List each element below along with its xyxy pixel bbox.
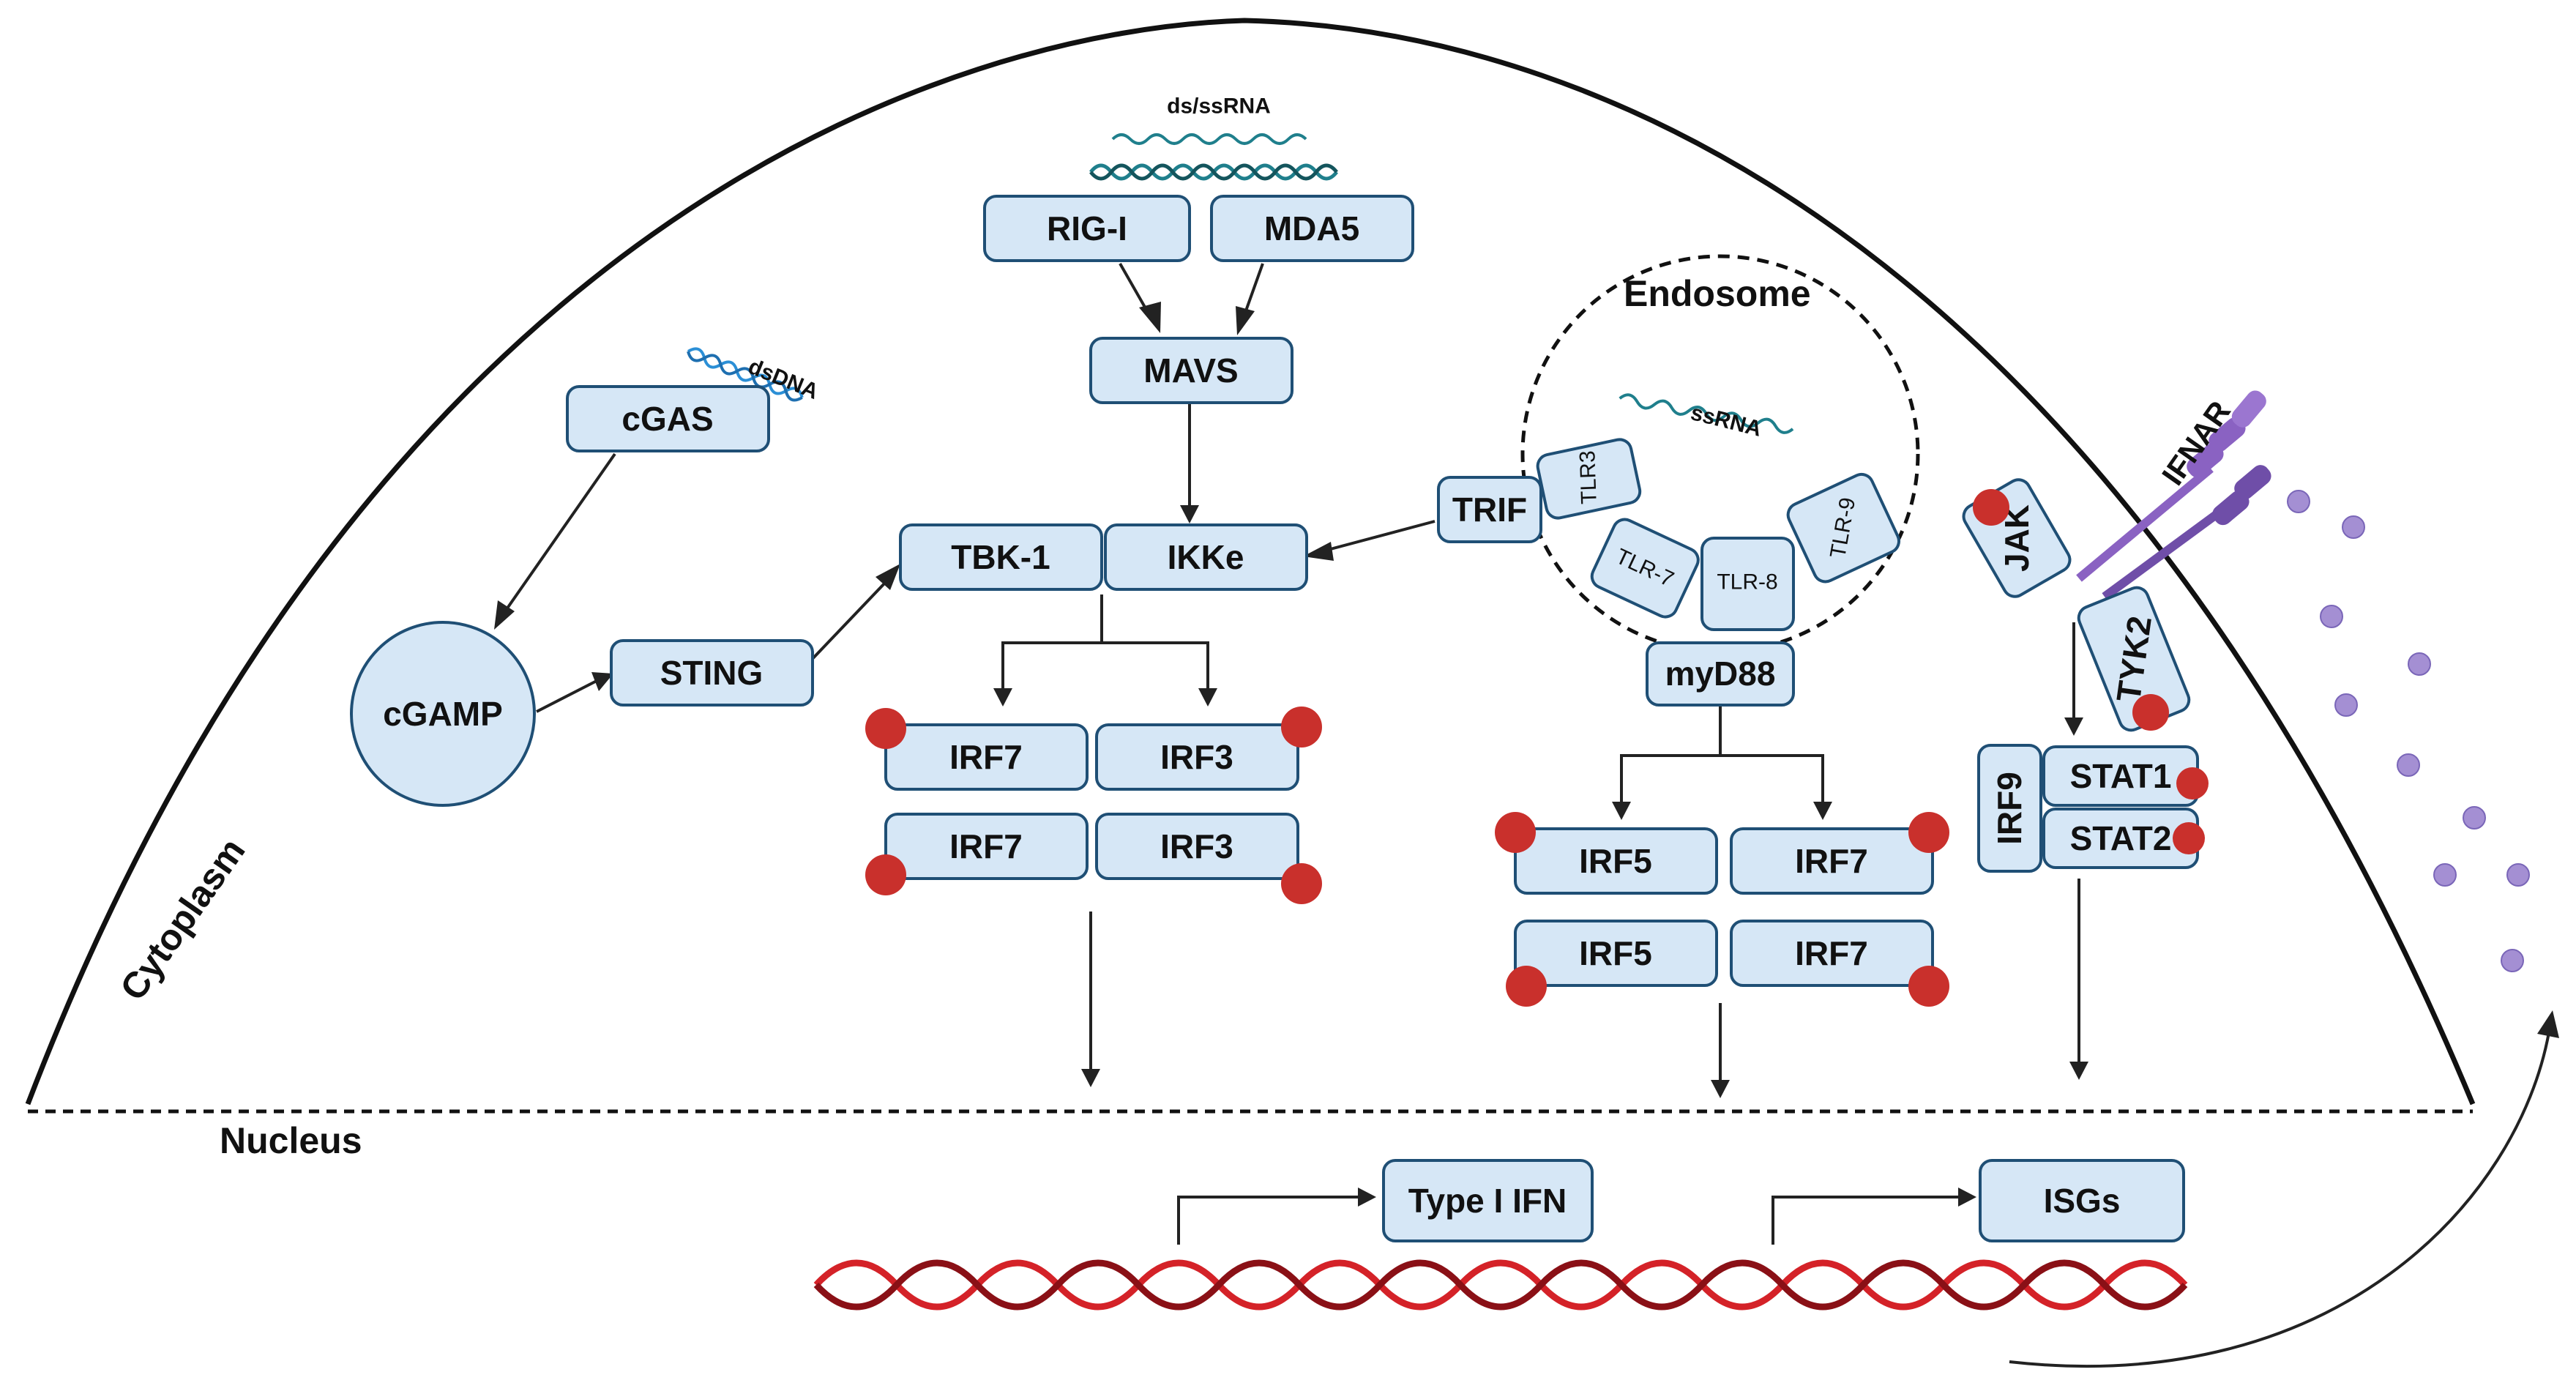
ifnar-receptor — [2076, 390, 2271, 600]
stat1-label: STAT1 — [2070, 757, 2172, 795]
irf3-node-a: IRF3 — [1095, 723, 1299, 791]
sting-node: STING — [610, 639, 814, 707]
irf5-label-a: IRF5 — [1579, 842, 1652, 880]
jak-node: JAK — [1962, 478, 2072, 598]
irf5-node-b: IRF5 — [1514, 920, 1718, 987]
irf7-node-b: IRF7 — [884, 813, 1089, 880]
genomic-dna — [813, 1259, 2188, 1311]
tlr8-node: TLR-8 — [1700, 537, 1795, 631]
stat2-node: STAT2 — [2042, 808, 2199, 869]
tlr3-label: TLR3 — [1575, 450, 1602, 504]
arrows — [494, 263, 2559, 1368]
tlr3-node: TLR3 — [1536, 438, 1642, 520]
isgs-label: ISGs — [2044, 1182, 2121, 1220]
phosphate-groups-stat — [2173, 767, 2209, 854]
cgas-label: cGAS — [621, 400, 713, 438]
myd88-node: myD88 — [1646, 641, 1795, 707]
tbk1-label: TBK-1 — [951, 538, 1050, 576]
phosphate-groups-irf3-7 — [865, 707, 1322, 904]
irf9-label: IRF9 — [1990, 772, 2028, 845]
irf9-node: IRF9 — [1977, 744, 2042, 873]
tlr9-node: TLR-9 — [1786, 472, 1901, 584]
irf7-label-a: IRF7 — [949, 738, 1023, 776]
type-i-ifn-node: Type I IFN — [1382, 1159, 1594, 1242]
mda5-node: MDA5 — [1210, 195, 1414, 262]
cgamp-node: cGAMP — [350, 621, 536, 807]
endosome-label: Endosome — [1624, 273, 1811, 314]
trif-label: TRIF — [1452, 491, 1527, 529]
nucleus-label: Nucleus — [220, 1120, 362, 1161]
cytoplasm-label: Cytoplasm — [112, 831, 253, 1008]
stat2-label: STAT2 — [2070, 819, 2172, 857]
ds-ss-rna-label: ds/ssRNA — [1167, 94, 1271, 119]
mavs-node: MAVS — [1089, 337, 1293, 404]
type-i-ifn-label: Type I IFN — [1408, 1182, 1567, 1220]
ssrna-label: ssRNA — [1688, 400, 1763, 441]
phosphate-groups-jak-tyk2 — [1973, 489, 2169, 731]
irf7-node-d: IRF7 — [1730, 920, 1934, 987]
sting-label: STING — [660, 654, 764, 692]
tbk1-node: TBK-1 — [899, 523, 1103, 591]
ssrna-strand — [1619, 393, 1794, 434]
irf3-node-b: IRF3 — [1095, 813, 1299, 880]
irf7-node-a: IRF7 — [884, 723, 1089, 791]
mda5-label: MDA5 — [1264, 209, 1359, 247]
irf7-node-c: IRF7 — [1730, 827, 1934, 895]
endosome-membrane — [1520, 254, 1920, 654]
phosphate-groups-irf5-7 — [1495, 812, 1949, 1007]
ikke-node: IKKe — [1104, 523, 1308, 591]
myd88-label: myD88 — [1665, 655, 1776, 693]
rig-i-label: RIG-I — [1047, 209, 1127, 247]
mavs-label: MAVS — [1143, 351, 1239, 389]
cell-membrane — [25, 18, 2476, 1106]
ds-ss-rna-strand — [1089, 133, 1338, 181]
dsdna-strand — [687, 347, 804, 402]
irf5-label-b: IRF5 — [1579, 934, 1652, 972]
stat1-node: STAT1 — [2042, 745, 2199, 807]
irf3-label-b: IRF3 — [1160, 827, 1233, 865]
irf7-label-c: IRF7 — [1795, 842, 1868, 880]
irf5-node-a: IRF5 — [1514, 827, 1718, 895]
irf7-label-b: IRF7 — [949, 827, 1023, 865]
ikke-label: IKKe — [1168, 538, 1244, 576]
irf7-label-d: IRF7 — [1795, 934, 1868, 972]
cgas-node: cGAS — [566, 385, 770, 452]
cgamp-label: cGAMP — [383, 695, 503, 733]
rig-i-node: RIG-I — [983, 195, 1191, 262]
isgs-node: ISGs — [1979, 1159, 2185, 1242]
irf3-label-a: IRF3 — [1160, 738, 1233, 776]
interferon-molecules — [2287, 490, 2530, 972]
tlr7-node: TLR-7 — [1590, 518, 1700, 619]
trif-node: TRIF — [1437, 476, 1542, 543]
tlr8-label: TLR-8 — [1717, 570, 1777, 594]
